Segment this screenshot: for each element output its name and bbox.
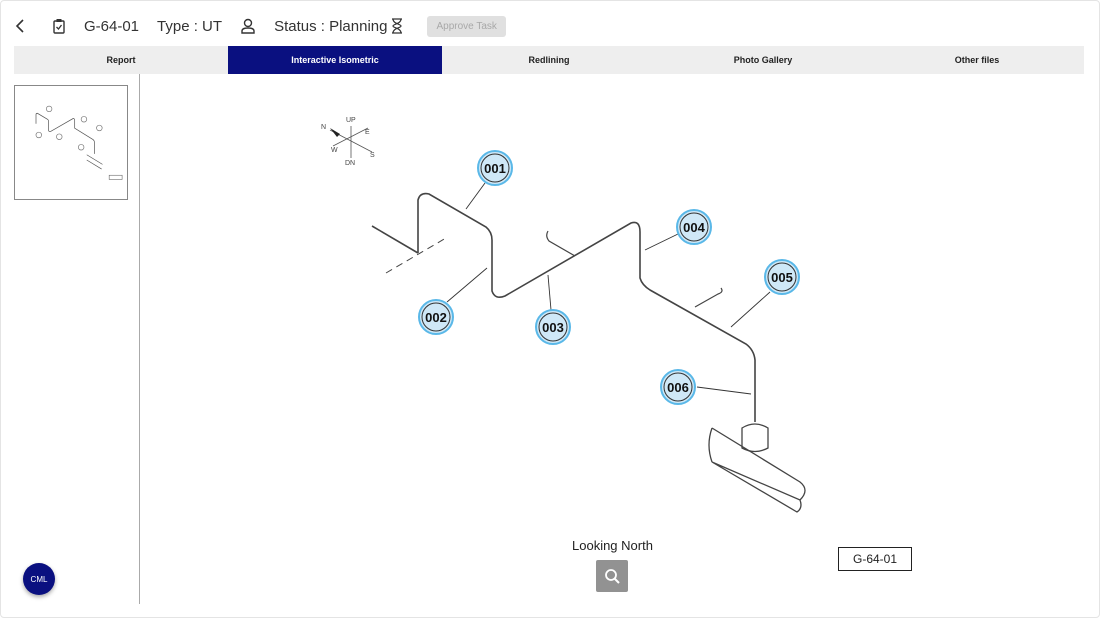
compass-s: S [370,152,375,159]
marker-label: 003 [542,320,564,335]
marker-label: 001 [484,161,506,176]
leader-lines [446,182,771,395]
marker-ring [663,372,693,402]
task-id: G-64-01 [84,17,140,35]
marker-circle[interactable] [676,209,712,245]
cml-marker-004[interactable]: 004 [676,209,712,245]
task-type: Type : UT [157,17,223,35]
panel-divider [139,74,140,604]
marker-circle[interactable] [477,150,513,186]
compass-up: UP [346,117,356,124]
cml-button[interactable]: CML [23,563,55,595]
cml-marker-003[interactable]: 003 [535,309,571,345]
marker-circle[interactable] [418,299,454,335]
marker-label: 006 [667,380,689,395]
cml-marker-001[interactable]: 001 [477,150,513,186]
approve-task-button[interactable]: Approve Task [427,15,506,37]
compass-w: W [331,147,338,154]
marker-circle[interactable] [535,309,571,345]
marker-label: 004 [683,220,705,235]
compass-dn: DN [345,160,355,167]
view-label: Looking North [572,538,653,553]
compass-e: E [365,129,370,136]
tab-interactive-isometric[interactable]: Interactive Isometric [228,46,442,74]
marker-label: 005 [771,270,793,285]
drawing-thumbnail[interactable] [14,85,128,200]
back-button[interactable] [14,19,26,33]
tab-bar: Report Interactive Isometric Redlining P… [14,46,1084,74]
hourglass-icon [391,18,403,34]
marker-ring [767,262,797,292]
cml-marker-006[interactable]: 006 [660,369,696,405]
tab-redlining[interactable]: Redlining [528,55,570,65]
task-header: G-64-01 Type : UT Status : Planning Appr… [14,10,506,42]
marker-circle[interactable] [660,369,696,405]
compass-rose: UP DN N E S W [321,117,375,167]
drawing-tag: G-64-01 [838,547,912,571]
cml-marker-005[interactable]: 005 [764,259,800,295]
marker-ring [679,212,709,242]
magnifier-icon [605,569,620,584]
compass-n: N [321,124,326,131]
tab-other-files[interactable]: Other files [954,55,1000,65]
marker-ring [421,302,451,332]
task-status: Status : Planning [274,17,388,35]
zoom-button[interactable] [596,560,628,592]
marker-label: 002 [425,310,447,325]
cml-marker-002[interactable]: 002 [418,299,454,335]
chevron-left-icon [15,19,24,33]
tab-photo-gallery[interactable]: Photo Gallery [733,55,793,65]
user-icon[interactable] [240,18,256,34]
marker-circle[interactable] [764,259,800,295]
marker-ring [538,312,568,342]
clipboard-icon [52,18,66,34]
pipe-route [371,192,806,513]
marker-ring [480,153,510,183]
tab-report[interactable]: Report [106,55,136,65]
